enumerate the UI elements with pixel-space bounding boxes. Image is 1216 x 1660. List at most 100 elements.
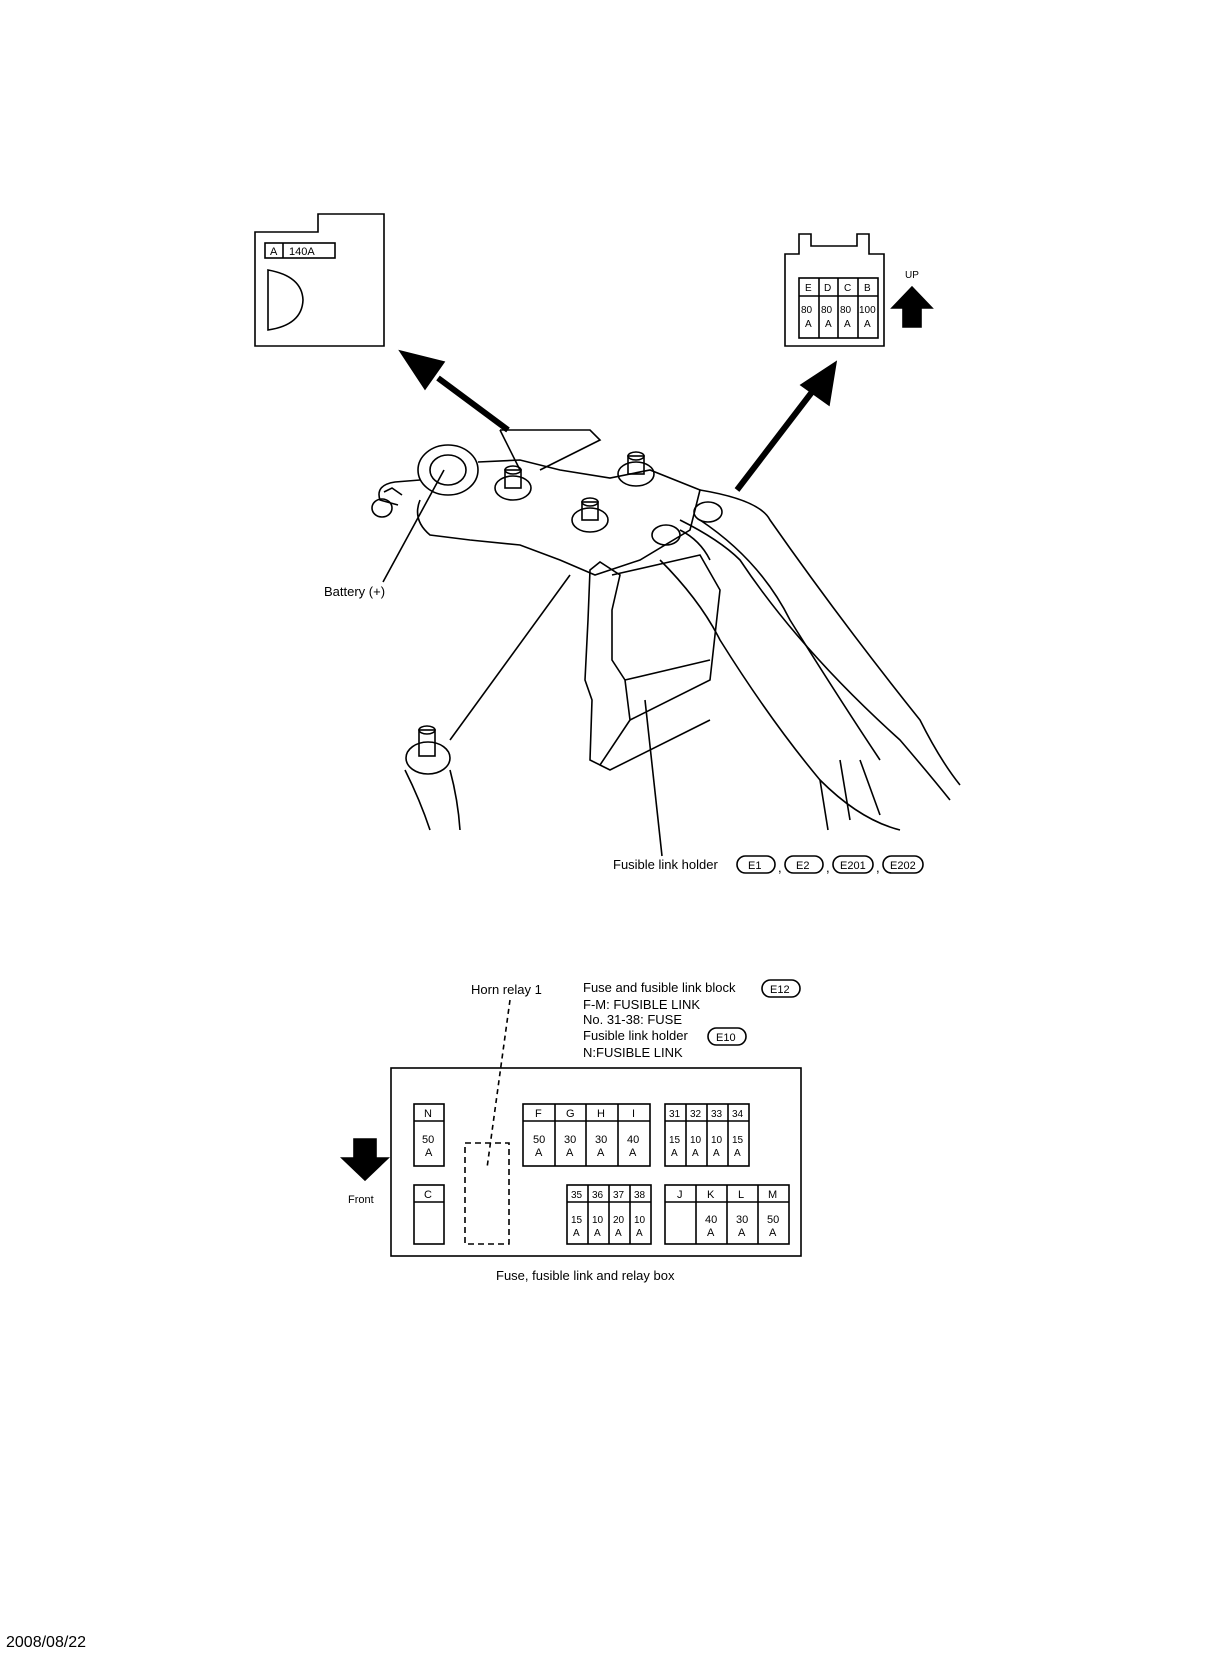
separator-2: , <box>826 860 830 875</box>
fuse-c-letter: C <box>424 1189 432 1201</box>
connector-letter-d: D <box>824 283 831 294</box>
fuse-32-amp: 10 <box>690 1135 702 1146</box>
fuse-37-unit: A <box>615 1228 622 1239</box>
fuse-37-num: 37 <box>613 1190 625 1201</box>
tag-e202: E202 <box>890 860 916 872</box>
date-stamp: 2008/08/22 <box>6 1634 87 1651</box>
fuse-j-letter: J <box>677 1189 683 1201</box>
fuse-33-unit: A <box>713 1148 720 1159</box>
fuse-34-amp: 15 <box>732 1135 744 1146</box>
fuse-l-amp: 30 <box>736 1214 748 1226</box>
fuse-g-letter: G <box>566 1108 575 1120</box>
separator-3: , <box>876 860 880 875</box>
connector-e-amp: 80 <box>801 305 813 316</box>
connector-a-rating: 140A <box>289 246 315 258</box>
connector-c-amp: 80 <box>840 305 852 316</box>
fuse-n-amp: 50 <box>422 1134 434 1146</box>
connector-c-unit: A <box>844 319 851 330</box>
fuse-37-amp: 20 <box>613 1215 625 1226</box>
fuse-m-unit: A <box>769 1227 777 1239</box>
arrow-to-connector-edcb <box>734 360 838 492</box>
tag-e2: E2 <box>796 860 809 872</box>
fuse-n: N 50 A <box>413 1103 445 1167</box>
connector-tag-e202: E202 <box>882 855 924 874</box>
separator-1: , <box>778 860 782 875</box>
fuse-h-letter: H <box>597 1108 605 1120</box>
tag-e1: E1 <box>748 860 761 872</box>
fuse-32-unit: A <box>692 1148 699 1159</box>
connector-letter-b: B <box>864 283 871 294</box>
fuse-f-letter: F <box>535 1108 542 1120</box>
fuse-33-amp: 10 <box>711 1135 723 1146</box>
battery-terminal-illustration <box>371 429 961 831</box>
connector-d-unit: A <box>825 319 832 330</box>
fuse-c: C <box>413 1184 445 1245</box>
connector-tag-e2: E2 <box>784 855 824 874</box>
fuse-k-letter: K <box>707 1189 715 1201</box>
relay-box-outline <box>390 1067 802 1257</box>
fuse-36-unit: A <box>594 1228 601 1239</box>
line-fm: F-M: FUSIBLE LINK <box>583 997 700 1012</box>
holder-title: Fusible link holder <box>583 1028 688 1043</box>
fuse-31-unit: A <box>671 1148 678 1159</box>
fuse-m-amp: 50 <box>767 1214 779 1226</box>
connector-d-amp: 80 <box>821 305 833 316</box>
tag-e10: E10 <box>716 1032 736 1044</box>
fuse-38-unit: A <box>636 1228 643 1239</box>
relay-box-caption: Fuse, fusible link and relay box <box>496 1268 675 1283</box>
fuse-36-amp: 10 <box>592 1215 604 1226</box>
up-label: UP <box>905 270 919 281</box>
up-arrow-icon: UP <box>890 270 934 328</box>
fuse-n-unit: A <box>425 1147 433 1159</box>
line-n: N:FUSIBLE LINK <box>583 1045 683 1060</box>
front-label: Front <box>348 1194 374 1206</box>
front-arrow-icon: Front <box>340 1138 390 1206</box>
horn-relay-leader <box>486 999 511 1169</box>
fuse-h-unit: A <box>597 1147 605 1159</box>
connector-tag-e10: E10 <box>707 1027 747 1046</box>
connector-a-diagram: A 140A <box>254 213 385 347</box>
fuse-group-jklm <box>664 1184 790 1245</box>
fuse-m-letter: M <box>768 1189 777 1201</box>
battery-label: Battery (+) <box>324 584 385 599</box>
fuse-31-amp: 15 <box>669 1135 681 1146</box>
horn-relay-outline <box>464 1142 510 1245</box>
tag-e201: E201 <box>840 860 866 872</box>
fuse-f-amp: 50 <box>533 1134 545 1146</box>
ground-leader <box>449 574 571 741</box>
connector-e-unit: A <box>805 319 812 330</box>
fuse-group-fghi <box>522 1103 651 1167</box>
fuse-g-amp: 30 <box>564 1134 576 1146</box>
fuse-35-amp: 15 <box>571 1215 583 1226</box>
horn-relay-label: Horn relay 1 <box>471 982 542 997</box>
connector-b-amp: 100 <box>859 305 876 316</box>
line-fuse: No. 31-38: FUSE <box>583 1012 682 1027</box>
fuse-34-num: 34 <box>732 1109 744 1120</box>
battery-leader <box>382 469 445 583</box>
fuse-32-num: 32 <box>690 1109 702 1120</box>
arrow-to-connector-a <box>398 349 510 433</box>
connector-a-letter: A <box>270 246 278 258</box>
connector-b-unit: A <box>864 319 871 330</box>
fuse-35-num: 35 <box>571 1190 583 1201</box>
connector-tag-e1: E1 <box>736 855 776 874</box>
connector-edcb-diagram: E D C B 80 A 80 A 80 A 100 A <box>784 233 885 347</box>
connector-letter-e: E <box>805 283 812 294</box>
fuse-n-letter: N <box>424 1108 432 1120</box>
fuse-38-amp: 10 <box>634 1215 646 1226</box>
fuse-i-letter: I <box>632 1108 635 1120</box>
fuse-33-num: 33 <box>711 1109 723 1120</box>
connector-tag-e201: E201 <box>832 855 874 874</box>
fuse-31-num: 31 <box>669 1109 681 1120</box>
fuse-k-amp: 40 <box>705 1214 717 1226</box>
fuse-l-unit: A <box>738 1227 746 1239</box>
fuse-f-unit: A <box>535 1147 543 1159</box>
fuse-i-unit: A <box>629 1147 637 1159</box>
tag-e12: E12 <box>770 984 790 996</box>
fuse-l-letter: L <box>738 1189 744 1201</box>
connector-letter-c: C <box>844 283 851 294</box>
fuse-g-unit: A <box>566 1147 574 1159</box>
fuse-group-35-38 <box>566 1184 652 1245</box>
fuse-i-amp: 40 <box>627 1134 639 1146</box>
